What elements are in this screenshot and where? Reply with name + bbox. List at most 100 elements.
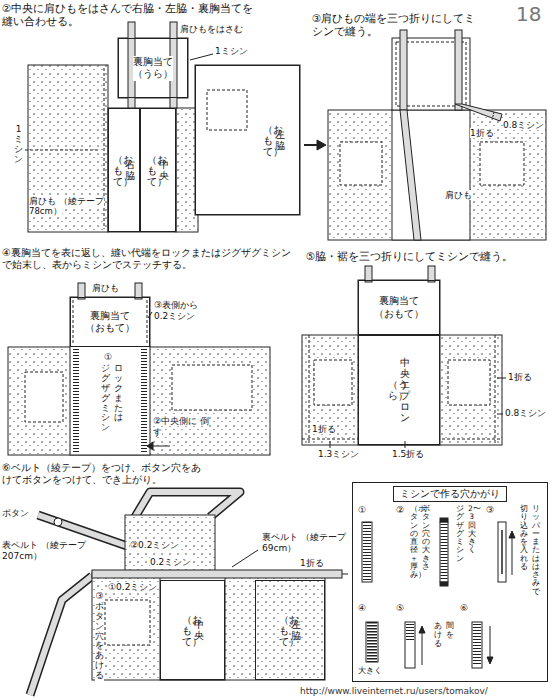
part-label: 表ベルト （綾テープ207cm） [2,540,86,561]
line-art [317,140,326,150]
line-art [135,492,240,517]
line-art [25,372,63,422]
method-note: ボタン穴の大きさ [422,505,430,571]
box-label: 裏胸当て [133,56,173,69]
part-label: 肩ひも [92,283,119,294]
callout-number: ① [104,352,112,363]
vertical-text: （おもて） [279,614,289,647]
step-heading: ⑤脇・裾を三つ折りにしてミシンで縫う。 [306,250,550,263]
part-label: ボタン [2,508,29,519]
method-note: 2〜3回大きく [468,505,476,555]
line-art [392,110,470,240]
stitch-note: 0.8ミシン [505,408,546,418]
line-art [448,360,490,405]
line-art [135,492,240,517]
step-heading: ⑥ベルト（綾テープ）をつけ、ボタン穴をあけてボタンをつけて、でき上がり。 [2,462,201,485]
line-art [147,442,153,450]
vertical-text: 中央エプロン [400,357,410,423]
line-art [509,531,515,538]
part-label: 肩ひも [445,190,472,200]
step3-figure [304,30,546,240]
method-note: 間を [446,622,454,640]
callout-number: ③ [486,505,494,516]
line-art [362,522,372,582]
line-art [419,626,425,633]
step-heading: ④裏胸当てを表に返し、縫い代端をロックまたはジグザグミシンで始末し、表からミシン… [2,247,298,271]
fold-note: 1折る [300,558,324,568]
method-note: リッパーまたははさみで [532,505,540,596]
vertical-text: （おもて） [263,124,273,157]
line-art [340,142,382,185]
callout-number: ③ [486,505,494,515]
callout-number: ⑥ [460,603,468,613]
box-label: 裏胸当て [90,310,130,323]
vertical-text: 中央 [159,159,169,181]
line-art [207,90,247,130]
stitch-note: 1.3ミシン [318,449,359,459]
step5-figure [302,266,506,448]
fold-note: 1折る [312,424,336,434]
step4-figure [8,283,270,455]
line-art [472,622,482,668]
line-art [105,600,150,645]
step-heading: ②中央に肩ひもをはさんで右脇・左脇・裏胸当てを縫い合わせる。 [2,2,253,27]
vertical-text: 左脇 [291,619,301,641]
box-label: （おもて） [374,308,424,321]
bib-panel: 裏胸当て（うら） [118,38,188,98]
vertical-text: （うら） [388,379,398,401]
line-art [152,446,170,447]
stitch-note: 0.8ミシン [505,408,546,419]
vertical-text: 右脇 [125,159,135,181]
vertical-text: （おもて） [147,154,157,187]
callout-number: ④ [358,603,366,613]
stitch-note: ②0.2ミシン [130,540,179,550]
fold-note: 1折る [300,558,324,569]
step6-figure [30,492,348,695]
method-note: 大きく [358,666,382,676]
side-panel: 左脇（おもて） [195,65,300,215]
line-art [400,110,421,240]
stitch-note: ②0.2ミシン [130,540,179,551]
vertical-text: 中央 [194,619,204,641]
line-art [480,142,524,185]
fold-note: 1折る [470,128,494,138]
page-number: 18 [516,2,541,26]
line-art [328,110,546,240]
stitch-note: 1ミシン [215,46,248,56]
line-art [455,104,502,121]
method-note: 間を [446,622,454,640]
box-label: （うら） [133,68,173,81]
step-note: ③ボタン穴をあける [95,592,104,681]
line-art [232,550,258,567]
line-art [422,630,423,665]
part-label: 裏ベルト （綾テープ69cm） [262,532,348,554]
step2-figure [25,22,300,232]
watermark: http://www.liveinternet.ru/users/tomakov… [300,686,488,696]
fold-note: 1折る [312,424,336,435]
stitch-note: ジグザグミシン [101,364,110,433]
line-art [473,624,481,666]
line-art [440,522,448,582]
part-label: 肩ひも （綾テープ78cm） [29,196,107,216]
line-art [172,365,252,410]
center-panel: 中央エプロン（うら） [358,335,440,445]
stitch-note: ③表側から 0.2ミシン [154,300,214,322]
callout-number: ① [358,505,366,516]
fold-note: 1折る [508,372,532,383]
note: 肩ひもをはさむ [180,24,243,34]
part-label: 肩ひも [92,283,119,293]
stitch-note: 0.8ミシン [503,120,544,131]
line-art [30,576,92,695]
bib-panel: 裏胸当て（おもて） [358,280,440,335]
stitch-note: 1.3ミシン [318,449,359,460]
line-art [342,574,348,575]
note: 肩ひもをはさむ [180,24,243,34]
line-art [195,65,300,215]
line-art [25,150,100,151]
box-label: （おもて） [85,322,135,335]
line-art [405,622,415,668]
line-art [30,576,92,695]
line-art [492,112,494,120]
step-heading: ③肩ひもの端を三つ折りにしてミシンで縫う。 [312,12,475,37]
